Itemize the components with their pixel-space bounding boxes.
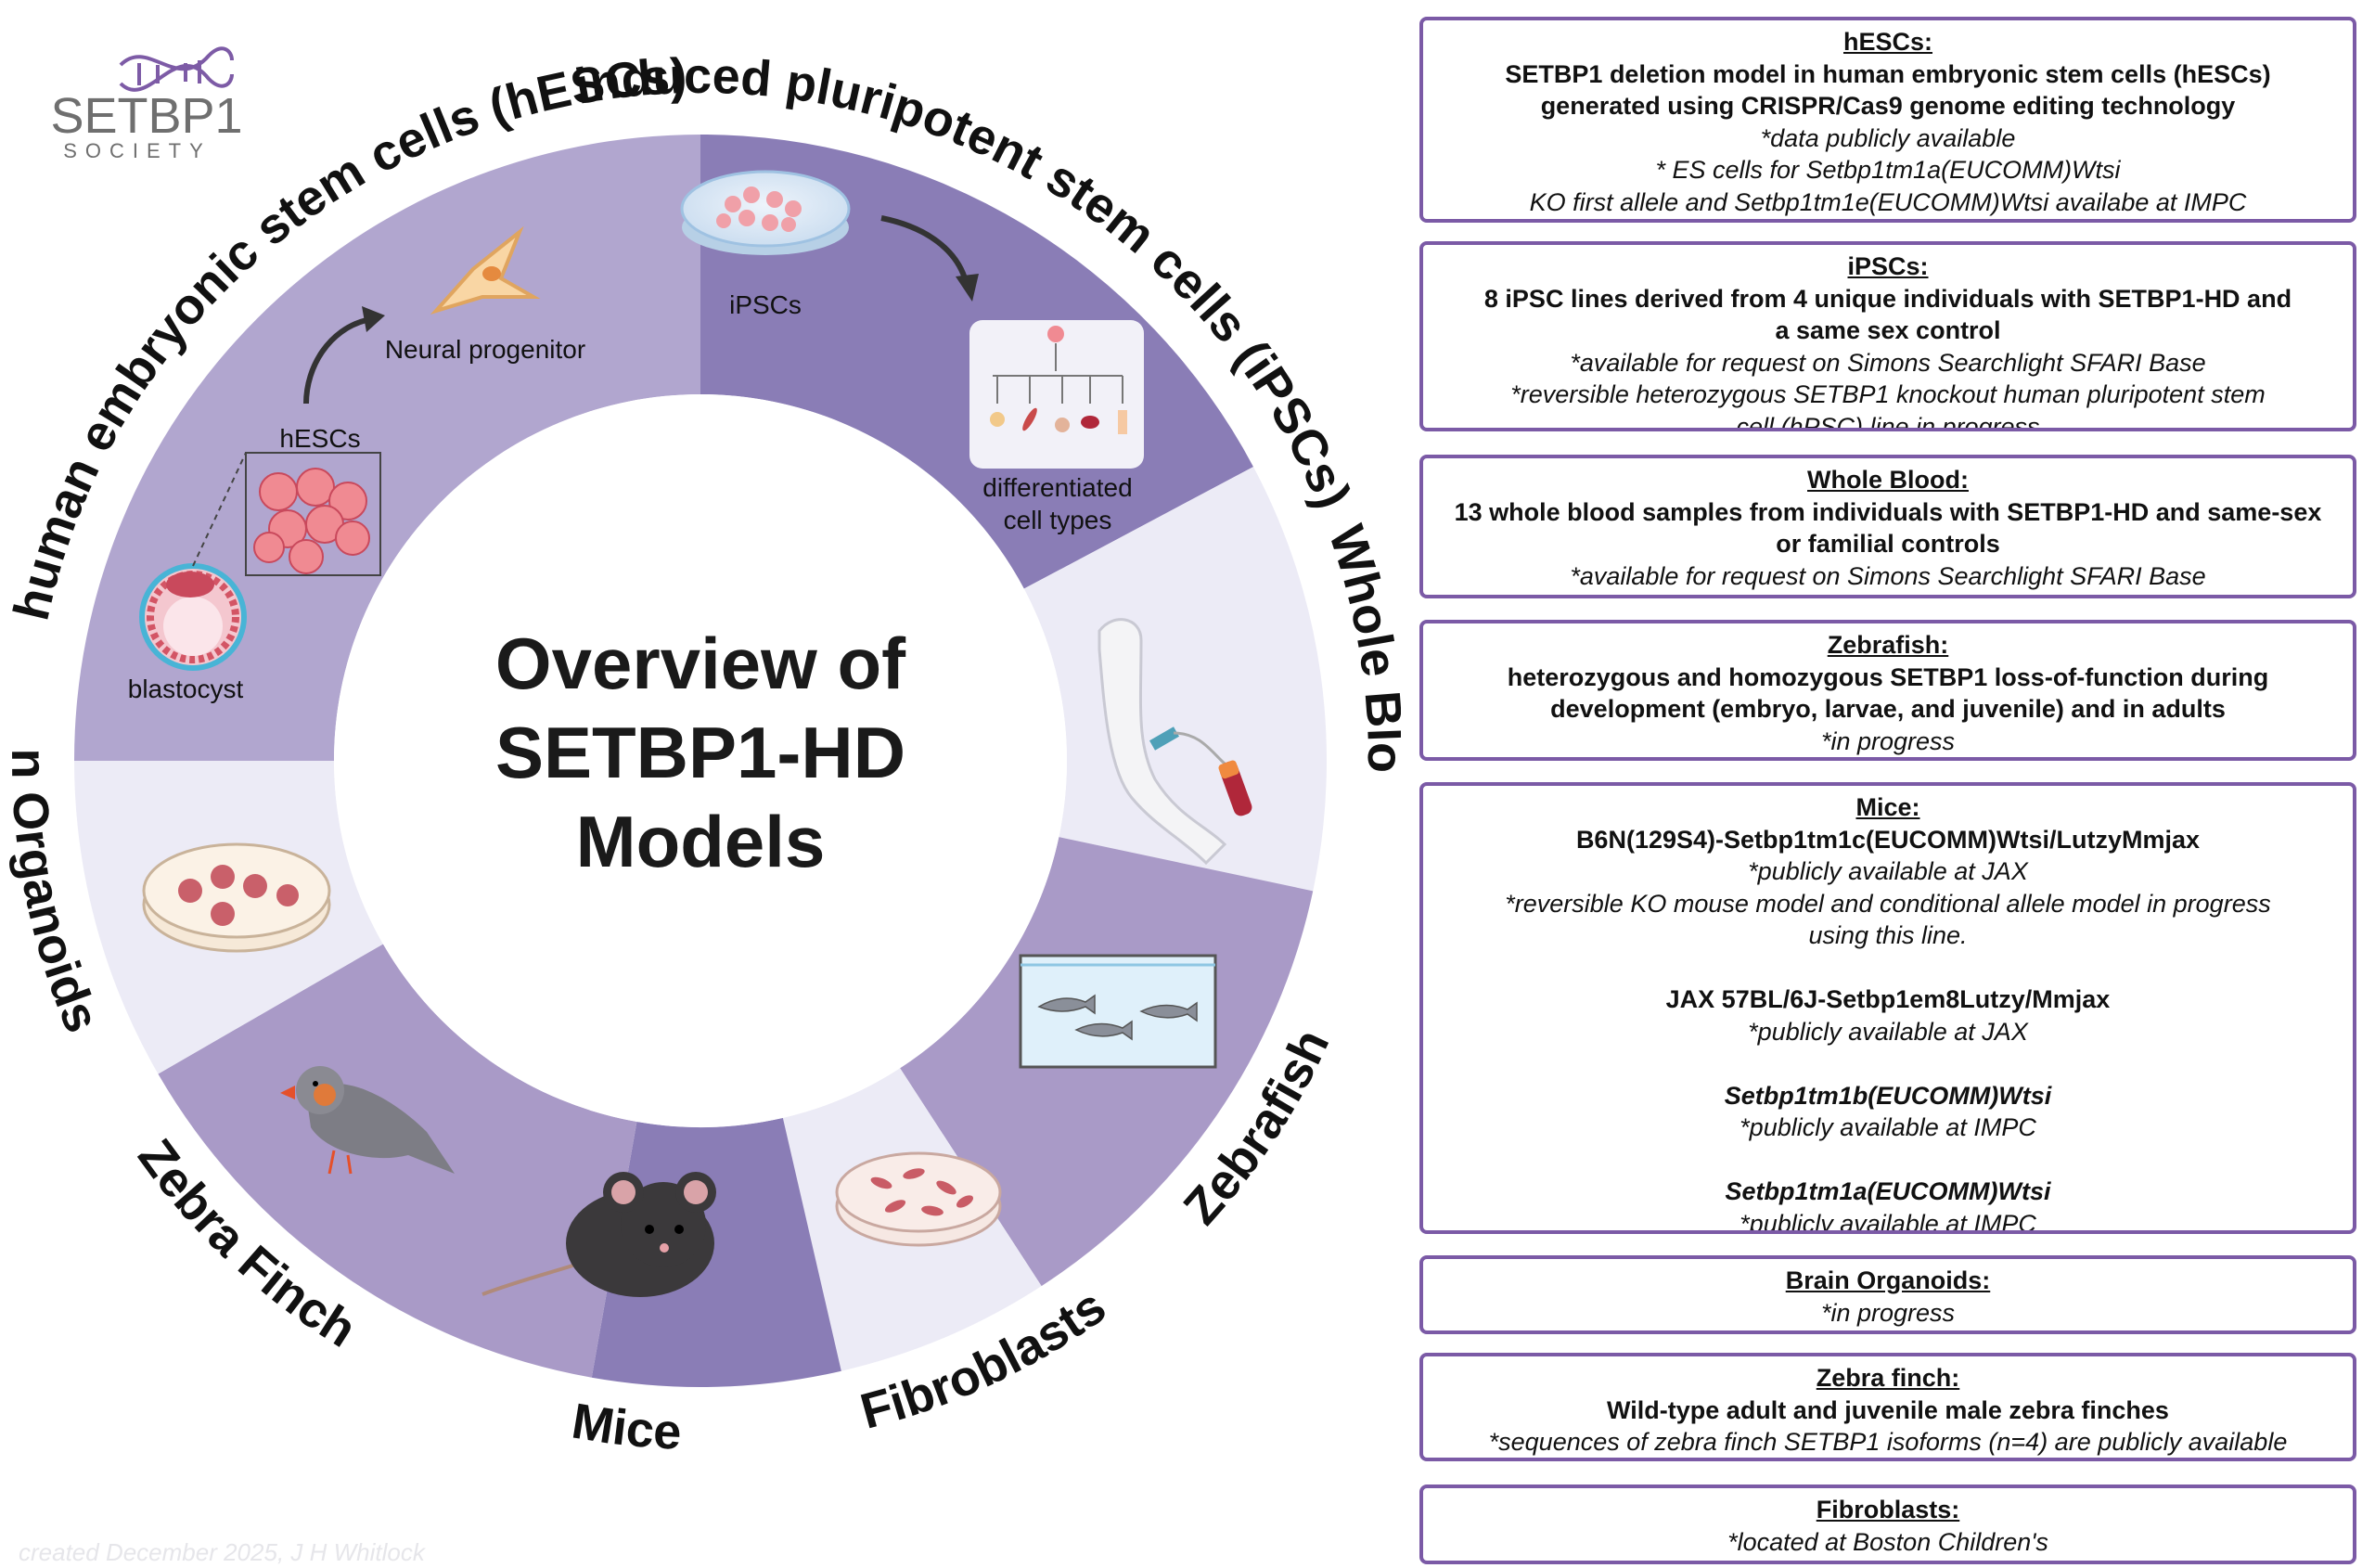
info-box-line: development (embryo, larvae, and juvenil… <box>1550 695 2226 723</box>
info-box-line: *publicly available at JAX <box>1748 857 2028 885</box>
mouse-icon <box>481 1172 716 1297</box>
info-box-line: *reversible KO mouse model and condition… <box>1505 889 2271 918</box>
info-box-title: hESCs: <box>1842 28 1933 56</box>
info-box-line: *publicly available at IMPC <box>1740 1209 2036 1234</box>
differentiated-label-2: cell types <box>1004 506 1112 534</box>
center-title-line-2: SETBP1-HD <box>495 712 905 793</box>
info-box: Fibroblasts: *located at Boston Children'… <box>1419 1484 2356 1564</box>
logo-brand: SETBP1 <box>50 88 242 144</box>
info-box-line: a same sex control <box>1775 316 2001 344</box>
info-box-line: *publicly available at JAX <box>1748 1017 2028 1046</box>
center-title-line-1: Overview of <box>495 623 906 704</box>
segment-whole-blood <box>1023 467 1327 892</box>
ipscs-illustration: iPSCs differentiated cell types <box>680 170 1144 534</box>
info-panel: hESCs: SETBP1 deletion model in human emb… <box>1419 0 2356 1568</box>
info-box-title: Zebrafish: <box>1827 631 1949 659</box>
dna-helix-icon <box>119 46 234 92</box>
overview-diagram: Overview of SETBP1-HD Models human embry… <box>0 0 1401 1460</box>
arm-blood-draw-icon <box>1098 618 1252 866</box>
info-box-line: Setbp1tm1a(EUCOMM)Wtsi <box>1725 1177 2051 1205</box>
info-box: hESCs: SETBP1 deletion model in human emb… <box>1419 17 2356 223</box>
info-box-title: Mice: <box>1855 793 1920 821</box>
info-box-line: *in progress <box>1820 1298 1956 1327</box>
hescs-arrow-icon <box>303 317 367 405</box>
info-box-line: SETBP1 deletion model in human embryonic… <box>1505 59 2271 88</box>
info-box-title: Fibroblasts: <box>1816 1496 1960 1523</box>
info-box-line: *available for request on Simons Searchl… <box>1570 561 2206 590</box>
info-box-line: Setbp1tm1b(EUCOMM)Wtsi <box>1724 1081 2052 1110</box>
blastocyst-label: blastocyst <box>128 675 244 703</box>
info-box-line: 13 whole blood samples from individuals … <box>1454 497 2322 526</box>
hescs-illustration: blastocyst hESCs Neural progenitor <box>128 225 585 703</box>
info-box-title: Zebra finch: <box>1816 1364 1960 1392</box>
info-box-line: * ES cells for Setbp1tm1a(EUCOMM)Wtsi <box>1655 156 2121 184</box>
hescs-label: hESCs <box>279 424 360 453</box>
center-title: Overview of SETBP1-HD Models <box>495 623 906 882</box>
info-box-line: KO first allele and Setbp1tm1e(EUCOMM)Wt… <box>1529 187 2247 216</box>
info-box-line: cell (hPSC) line in progress <box>1736 412 2040 431</box>
neural-progenitor-icon <box>430 225 541 315</box>
info-box: Brain Organoids: *in progress <box>1419 1255 2356 1334</box>
info-box-spacer <box>1432 1144 2343 1176</box>
segment-zebra-finch <box>158 944 637 1378</box>
info-box-line: JAX 57BL/6J-Setbp1em8Lutzy/Mmjax <box>1665 985 2111 1013</box>
info-box-line: *publicly available at IMPC <box>1740 1113 2036 1141</box>
info-box-title: iPSCs: <box>1847 252 1929 280</box>
info-box-line: B6N(129S4)-Setbp1tm1c(EUCOMM)Wtsi/LutzyM… <box>1575 825 2201 854</box>
info-box: Zebra finch: Wild-type adult and juvenile… <box>1419 1353 2356 1461</box>
zebrafish-tank-icon <box>1019 954 1217 1069</box>
center-disk <box>334 394 1067 1127</box>
info-box-line: *reversible heterozygous SETBP1 knockout… <box>1510 380 2266 408</box>
info-box-spacer <box>1432 952 2343 984</box>
ipscs-dish-label: iPSCs <box>729 290 802 319</box>
info-box-spacer <box>1432 1047 2343 1080</box>
ring-label-mice: Mice <box>568 1393 683 1459</box>
info-box-line: generated using CRISPR/Cas9 genome editi… <box>1540 92 2236 120</box>
credit: created December 2025, J H Whitlock <box>19 1538 425 1566</box>
neural-progenitor-label: Neural progenitor <box>385 335 585 364</box>
info-box: Whole Blood: 13 whole blood samples from … <box>1419 455 2356 598</box>
info-box-line: Wild-type adult and juvenile male zebra … <box>1607 1395 2169 1424</box>
hescs-arrowhead-icon <box>362 306 385 332</box>
brain-organoids-dish-icon <box>142 842 331 953</box>
info-box-line: or familial controls <box>1776 530 2000 558</box>
info-box: Zebrafish: heterozygous and homozygous SE… <box>1419 620 2356 761</box>
center-title-line-3: Models <box>576 801 826 882</box>
ipscs-arrowhead-icon <box>956 274 979 302</box>
info-box-line: using this line. <box>1808 921 1968 949</box>
hescs-colony-frame <box>245 452 381 576</box>
info-box-line: heterozygous and homozygous SETBP1 loss-… <box>1507 662 2269 691</box>
differentiated-label-1: differentiated <box>982 473 1132 502</box>
setbp1-society-logo: SETBP1 SOCIETY <box>50 46 243 162</box>
info-box-line: *located at Boston Children's <box>1727 1527 2048 1556</box>
info-box-title: Brain Organoids: <box>1785 1266 1991 1294</box>
zebra-finch-icon <box>280 1066 455 1175</box>
info-box-line: *data publicly available <box>1760 123 2016 152</box>
info-box: Mice: B6N(129S4)-Setbp1tm1c(EUCOMM)Wtsi/L… <box>1419 782 2356 1234</box>
fibroblasts-dish-icon <box>835 1151 1002 1247</box>
ipscs-dish-icon <box>680 170 851 255</box>
differentiated-cells-icon <box>969 320 1144 469</box>
ipscs-arrow-icon <box>880 215 968 280</box>
blastocyst-link-line <box>192 452 247 567</box>
logo-society: SOCIETY <box>63 139 212 162</box>
hescs-colony-icon <box>253 468 370 574</box>
blastocyst-icon <box>139 563 247 671</box>
info-box-title: Whole Blood: <box>1807 466 1969 494</box>
info-box-line: *available for request on Simons Searchl… <box>1570 348 2206 377</box>
info-box-line: *sequences of zebra finch SETBP1 isoform… <box>1488 1428 2288 1456</box>
info-box-line: *in progress <box>1820 726 1956 755</box>
info-box: iPSCs: 8 iPSC lines derived from 4 unique… <box>1419 241 2356 431</box>
info-box-line: 8 iPSC lines derived from 4 unique indiv… <box>1483 284 2292 313</box>
